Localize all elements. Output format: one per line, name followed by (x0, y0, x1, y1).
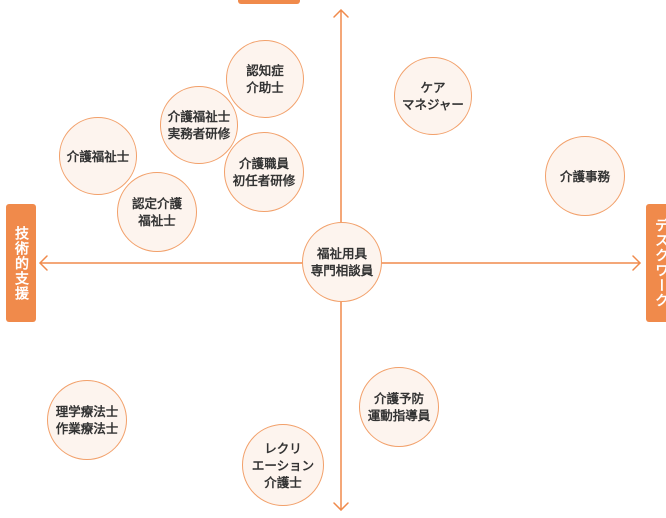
node-fukushi-yogu-sodanin: 福祉用具 専門相談員 (302, 222, 382, 302)
node-rigaku-sagyo-ryohoshi-label: 理学療法士 作業療法士 (55, 404, 119, 436)
node-ninchisho-kaijoshi: 認知症 介助士 (226, 40, 304, 118)
node-care-manager-label: ケア マネジャー (402, 80, 464, 112)
node-jitsumusha-kenshu-label: 介護福祉士 実務者研修 (167, 109, 231, 141)
node-nintei-kaigo-fukushishi-label: 認定介護 福祉士 (131, 196, 182, 228)
node-nintei-kaigo-fukushishi: 認定介護 福祉士 (117, 172, 197, 252)
node-recreation-kaigoshi: レクリ エーション 介護士 (242, 424, 324, 506)
node-jitsumusha-kenshu: 介護福祉士 実務者研修 (160, 86, 238, 164)
node-kaigo-yobo-undo-shidoin: 介護予防 運動指導員 (359, 367, 439, 447)
right-arrowhead (632, 255, 641, 271)
node-fukushi-yogu-sodanin-label: 福祉用具 専門相談員 (310, 246, 374, 278)
axis-label-technical-support: 技術的支援 (6, 204, 36, 322)
node-kaigo-jimu-label: 介護事務 (559, 168, 610, 184)
node-shoninsha-kenshu-label: 介護職員 初任者研修 (232, 156, 296, 188)
node-recreation-kaigoshi-label: レクリ エーション 介護士 (251, 440, 315, 490)
node-kaigo-fukushishi: 介護福祉士 (59, 117, 137, 195)
node-care-manager: ケア マネジャー (394, 57, 472, 135)
axis-label-technical-support-text: 技術的支援 (13, 225, 29, 301)
node-kaigo-yobo-undo-shidoin-label: 介護予防 運動指導員 (367, 391, 431, 423)
node-shoninsha-kenshu: 介護職員 初任者研修 (224, 132, 304, 212)
node-ninchisho-kaijoshi-label: 認知症 介助士 (246, 63, 284, 95)
top-arrowhead (333, 9, 349, 18)
node-rigaku-sagyo-ryohoshi: 理学療法士 作業療法士 (47, 380, 127, 460)
left-arrowhead (39, 255, 48, 271)
node-kaigo-jimu: 介護事務 (545, 136, 625, 216)
axis-label-desk-work-text: デスクワーク (653, 218, 666, 308)
top-axis-label-tab (238, 0, 300, 4)
axis-label-desk-work: デスクワーク (646, 204, 666, 322)
bottom-arrowhead (333, 502, 349, 511)
node-kaigo-fukushishi-label: 介護福祉士 (66, 148, 130, 164)
